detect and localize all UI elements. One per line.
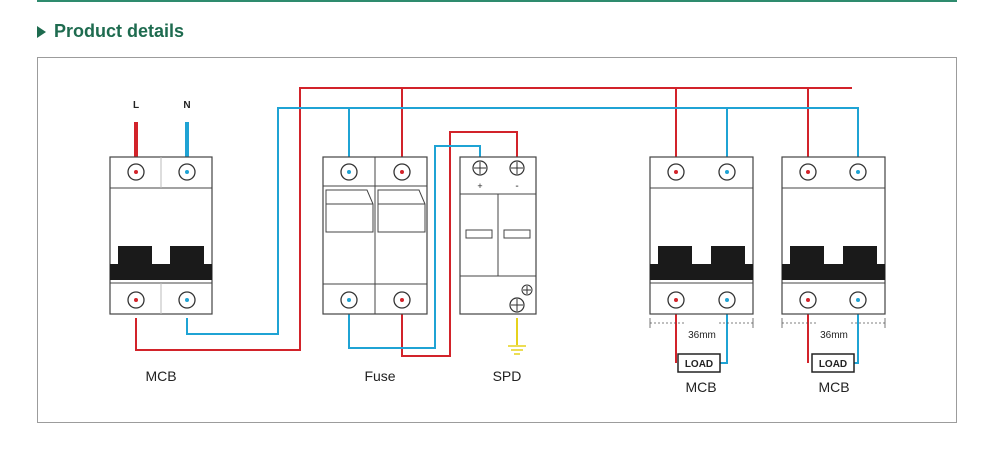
section-title: Product details — [54, 21, 185, 41]
ground-symbol-icon — [508, 345, 526, 355]
dimension-line-2 — [781, 318, 886, 328]
top-divider — [37, 0, 957, 2]
live-wire-main — [135, 87, 852, 351]
spd-label: SPD — [493, 368, 522, 384]
neutral-wire-main — [186, 107, 859, 335]
fuse-label: Fuse — [364, 368, 395, 384]
load-label-1: LOAD — [685, 359, 713, 370]
fuse-body — [322, 156, 428, 315]
screw-terminal-icon — [509, 297, 525, 313]
spd-plus-label: + — [477, 181, 482, 191]
screw-terminal-icon — [509, 160, 525, 176]
spd-body — [459, 156, 537, 315]
mcb-out-2-body — [781, 156, 886, 315]
spd-minus-label: - — [515, 181, 518, 192]
mcb-main-label: MCB — [145, 368, 176, 384]
diagram-frame — [37, 57, 957, 423]
earth-symbol-icon — [521, 284, 533, 296]
mcb-out-1-label: MCB — [685, 379, 716, 395]
load-box-1 — [677, 353, 721, 373]
terminal-label-n: N — [183, 100, 190, 111]
dimension-label-2: 36mm — [820, 330, 848, 341]
triangle-bullet-icon — [37, 25, 46, 38]
mcb-out-1-body — [649, 156, 754, 315]
screw-terminal-icon — [472, 160, 488, 176]
dimension-line-1 — [649, 318, 754, 328]
load-box-2 — [811, 353, 855, 373]
neutral-wire-load1 — [720, 306, 728, 364]
mcb-out-2-label: MCB — [818, 379, 849, 395]
terminal-label-l: L — [133, 100, 139, 111]
mcb-main-body — [109, 156, 213, 315]
neutral-wire-fuse-spd — [348, 145, 481, 349]
section-header: Product details — [37, 21, 184, 42]
dimension-label-1: 36mm — [688, 330, 716, 341]
load-label-2: LOAD — [819, 359, 847, 370]
